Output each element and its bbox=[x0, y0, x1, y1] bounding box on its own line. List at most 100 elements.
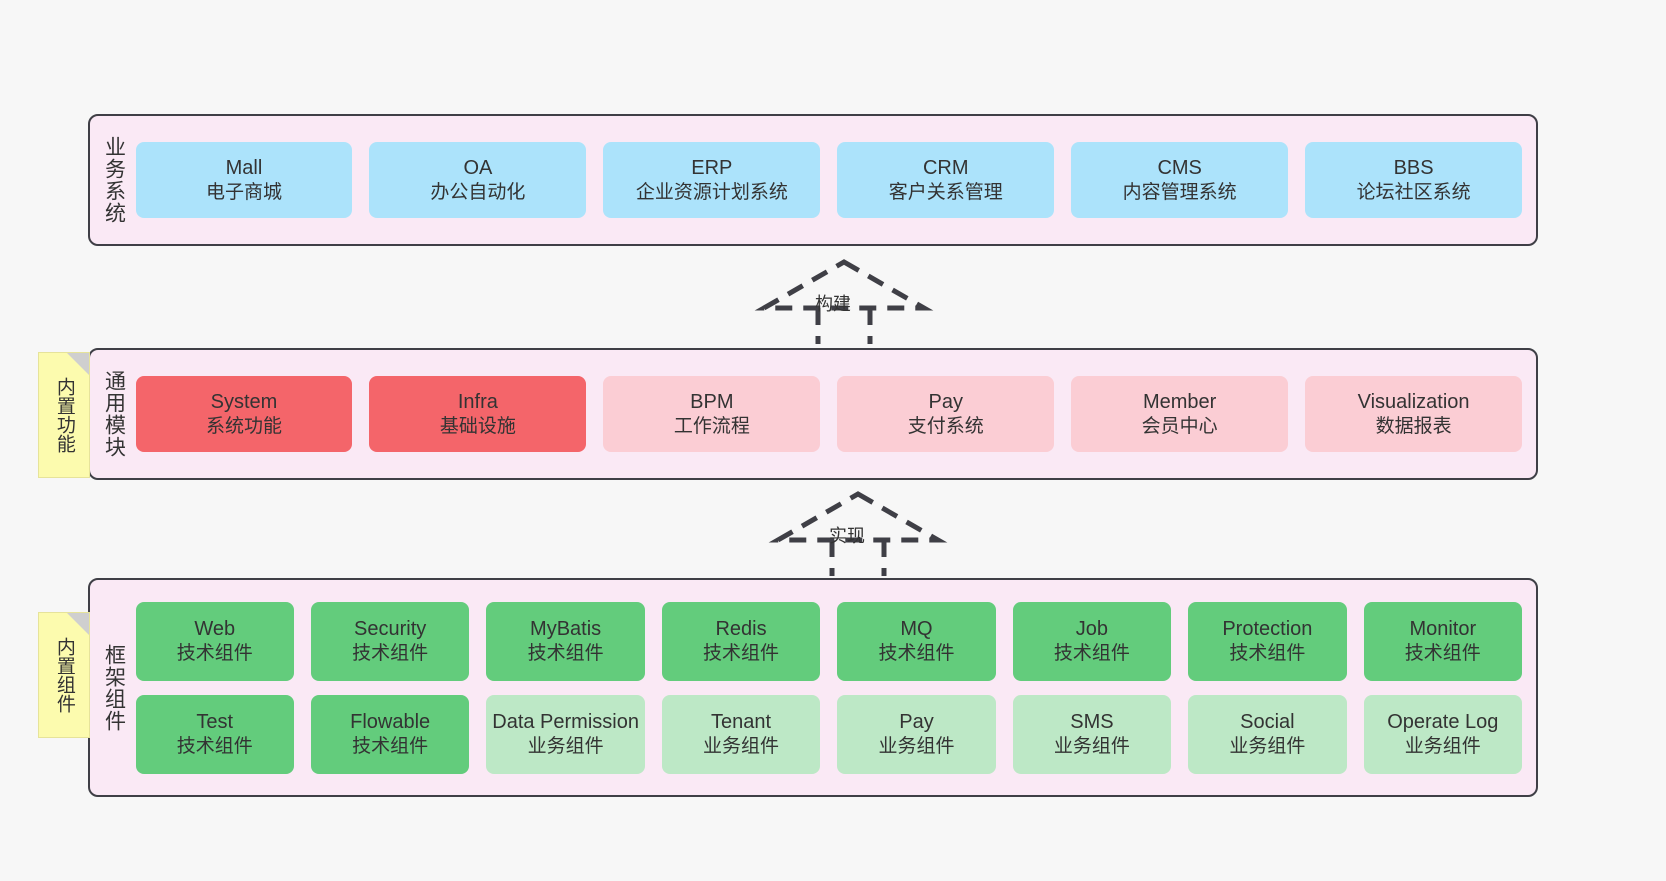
node-subtitle: 业务组件 bbox=[1229, 735, 1306, 757]
node-subtitle: 论坛社区系统 bbox=[1356, 181, 1471, 203]
node-title: System bbox=[210, 391, 278, 414]
node-title: Pay bbox=[928, 391, 963, 414]
node-data-permission[interactable]: Data Permission 业务组件 bbox=[486, 694, 645, 774]
node-subtitle: 业务组件 bbox=[1053, 735, 1130, 757]
node-title: Job bbox=[1075, 618, 1109, 641]
layer-band-common-modules: 通用模块 System 系统功能 Infra 基础设施 BPM 工作流程 Pay… bbox=[88, 348, 1538, 480]
node-title: ERP bbox=[691, 157, 733, 180]
node-erp[interactable]: ERP 企业资源计划系统 bbox=[603, 142, 821, 218]
node-system[interactable]: System 系统功能 bbox=[135, 376, 353, 452]
node-subtitle: 基础设施 bbox=[439, 415, 516, 437]
node-subtitle: 技术组件 bbox=[352, 642, 429, 664]
sticky-note-text: 内置功能 bbox=[53, 377, 75, 453]
node-row: Test 技术组件 Flowable 技术组件 Data Permission … bbox=[135, 694, 1523, 774]
node-title: OA bbox=[463, 157, 493, 180]
node-bpm[interactable]: BPM 工作流程 bbox=[603, 376, 821, 452]
node-subtitle: 企业资源计划系统 bbox=[635, 181, 788, 203]
folded-corner-icon bbox=[67, 353, 89, 375]
node-tenant[interactable]: Tenant 业务组件 bbox=[661, 694, 821, 774]
folded-corner-icon bbox=[67, 613, 89, 635]
node-flowable[interactable]: Flowable 技术组件 bbox=[310, 694, 470, 774]
node-title: Monitor bbox=[1409, 618, 1477, 641]
node-pay-business[interactable]: Pay 业务组件 bbox=[837, 694, 996, 774]
band-body-business-systems: Mall 电子商城 OA 办公自动化 ERP 企业资源计划系统 CRM 客户关系… bbox=[132, 116, 1536, 244]
node-title: Test bbox=[196, 711, 234, 734]
node-row: System 系统功能 Infra 基础设施 BPM 工作流程 Pay 支付系统… bbox=[135, 376, 1523, 452]
arrow-build-generalization: 构建 bbox=[754, 258, 934, 344]
sticky-note-builtin-features: 内置功能 bbox=[38, 352, 90, 478]
band-title-framework-components: 框架组件 bbox=[102, 643, 126, 732]
dashed-generalization-arrow-icon bbox=[754, 259, 934, 344]
node-subtitle: 技术组件 bbox=[1404, 642, 1481, 664]
node-row: Web 技术组件 Security 技术组件 MyBatis 技术组件 Redi… bbox=[135, 601, 1523, 681]
node-job[interactable]: Job 技术组件 bbox=[1012, 601, 1172, 681]
node-subtitle: 技术组件 bbox=[176, 642, 253, 664]
node-title: Visualization bbox=[1357, 391, 1470, 414]
node-title: SMS bbox=[1070, 711, 1114, 734]
node-subtitle: 工作流程 bbox=[673, 415, 750, 437]
node-title: Tenant bbox=[711, 711, 772, 734]
arrow-label-build: 构建 bbox=[815, 294, 851, 314]
node-title: CRM bbox=[922, 157, 969, 180]
node-title: Pay bbox=[899, 711, 934, 734]
node-title: MyBatis bbox=[530, 618, 602, 641]
band-title-common-modules: 通用模块 bbox=[102, 370, 126, 458]
node-web[interactable]: Web 技术组件 bbox=[135, 601, 294, 681]
node-oa[interactable]: OA 办公自动化 bbox=[369, 142, 587, 218]
node-subtitle: 电子商城 bbox=[205, 181, 282, 203]
node-social[interactable]: Social 业务组件 bbox=[1188, 694, 1347, 774]
node-member[interactable]: Member 会员中心 bbox=[1071, 376, 1289, 452]
node-sms[interactable]: SMS 业务组件 bbox=[1012, 694, 1172, 774]
node-mall[interactable]: Mall 电子商城 bbox=[135, 142, 353, 218]
node-cms[interactable]: CMS 内容管理系统 bbox=[1071, 142, 1289, 218]
node-subtitle: 技术组件 bbox=[352, 735, 429, 757]
node-visualization[interactable]: Visualization 数据报表 bbox=[1305, 376, 1523, 452]
node-subtitle: 技术组件 bbox=[527, 642, 604, 664]
node-operate-log[interactable]: Operate Log 业务组件 bbox=[1363, 694, 1523, 774]
sticky-note-text: 内置组件 bbox=[53, 637, 75, 713]
node-title: Data Permission bbox=[492, 711, 639, 734]
node-title: MQ bbox=[900, 618, 933, 641]
node-title: Protection bbox=[1222, 618, 1313, 641]
node-title: Social bbox=[1240, 711, 1295, 734]
node-subtitle: 办公自动化 bbox=[430, 181, 526, 203]
node-protection[interactable]: Protection 技术组件 bbox=[1188, 601, 1347, 681]
node-bbs[interactable]: BBS 论坛社区系统 bbox=[1305, 142, 1523, 218]
node-title: Flowable bbox=[350, 711, 431, 734]
node-mq[interactable]: MQ 技术组件 bbox=[837, 601, 996, 681]
node-title: Security bbox=[354, 618, 427, 641]
node-subtitle: 内容管理系统 bbox=[1122, 181, 1237, 203]
node-subtitle: 会员中心 bbox=[1141, 415, 1218, 437]
node-subtitle: 技术组件 bbox=[1053, 642, 1130, 664]
node-title: Infra bbox=[457, 391, 498, 414]
node-subtitle: 系统功能 bbox=[205, 415, 282, 437]
sticky-note-builtin-components: 内置组件 bbox=[38, 612, 90, 738]
band-body-framework-components: Web 技术组件 Security 技术组件 MyBatis 技术组件 Redi… bbox=[132, 580, 1536, 795]
arrow-label-implement: 实现 bbox=[829, 526, 865, 546]
node-infra[interactable]: Infra 基础设施 bbox=[369, 376, 587, 452]
node-pay[interactable]: Pay 支付系统 bbox=[837, 376, 1055, 452]
node-crm[interactable]: CRM 客户关系管理 bbox=[837, 142, 1055, 218]
arrow-implement-generalization: 实现 bbox=[768, 490, 948, 576]
node-row: Mall 电子商城 OA 办公自动化 ERP 企业资源计划系统 CRM 客户关系… bbox=[135, 142, 1523, 218]
node-subtitle: 数据报表 bbox=[1375, 415, 1452, 437]
node-test[interactable]: Test 技术组件 bbox=[135, 694, 294, 774]
node-subtitle: 技术组件 bbox=[176, 735, 253, 757]
node-subtitle: 业务组件 bbox=[1404, 735, 1481, 757]
node-title: CMS bbox=[1157, 157, 1202, 180]
node-subtitle: 技术组件 bbox=[703, 642, 780, 664]
node-monitor[interactable]: Monitor 技术组件 bbox=[1363, 601, 1523, 681]
node-subtitle: 业务组件 bbox=[527, 735, 604, 757]
node-title: Member bbox=[1142, 391, 1217, 414]
node-redis[interactable]: Redis 技术组件 bbox=[661, 601, 821, 681]
node-title: Redis bbox=[715, 618, 767, 641]
node-subtitle: 客户关系管理 bbox=[888, 181, 1003, 203]
node-title: Mall bbox=[225, 157, 263, 180]
node-title: Web bbox=[194, 618, 236, 641]
band-body-common-modules: System 系统功能 Infra 基础设施 BPM 工作流程 Pay 支付系统… bbox=[132, 350, 1536, 478]
node-security[interactable]: Security 技术组件 bbox=[310, 601, 470, 681]
layer-band-framework-components: 框架组件 Web 技术组件 Security 技术组件 MyBatis 技术组件… bbox=[88, 578, 1538, 797]
dashed-generalization-arrow-icon bbox=[768, 491, 948, 576]
node-mybatis[interactable]: MyBatis 技术组件 bbox=[486, 601, 645, 681]
